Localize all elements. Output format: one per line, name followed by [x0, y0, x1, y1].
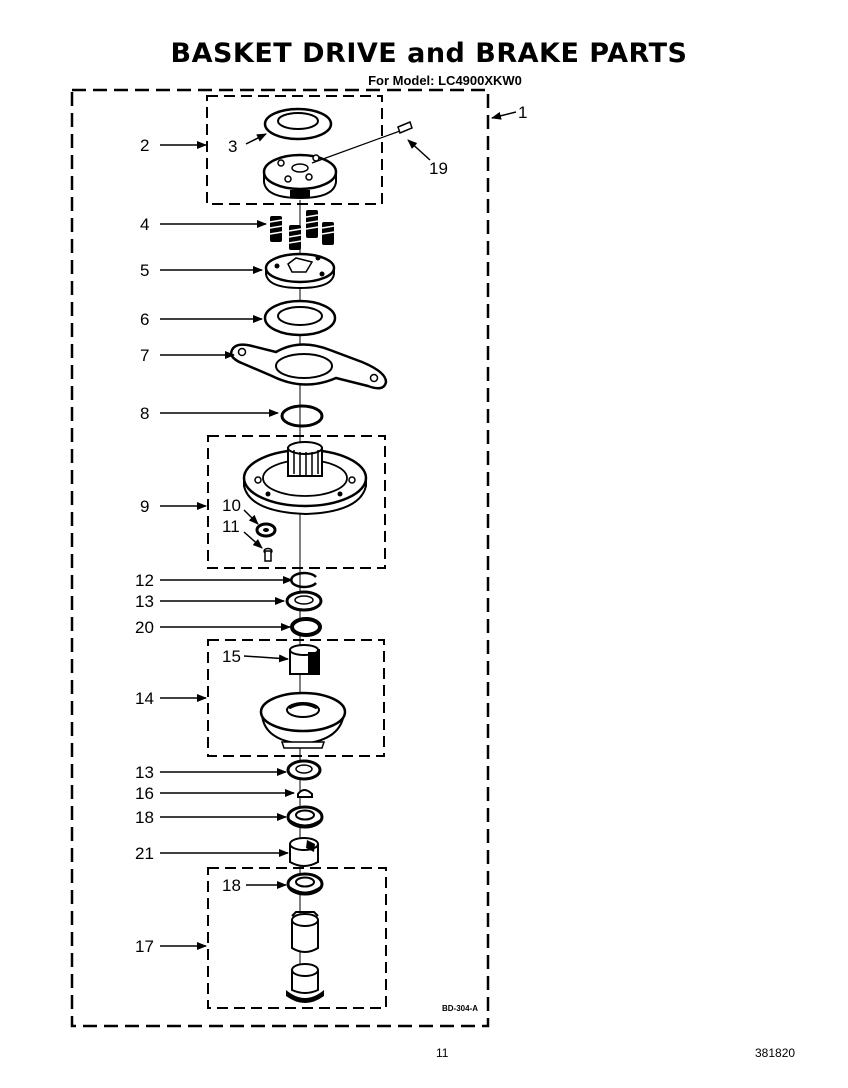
callout-10: 10	[222, 496, 241, 515]
page-number: 11	[436, 1046, 449, 1060]
callout-2: 2	[140, 136, 149, 155]
callout-21: 21	[135, 844, 154, 863]
subassembly-box-14	[207, 639, 385, 757]
diagram-code: BD-304-A	[442, 1004, 479, 1013]
part-21-sleeve	[289, 837, 319, 867]
leader-lines	[160, 111, 517, 950]
document-number: 381820	[755, 1046, 796, 1060]
callout-7: 7	[140, 346, 149, 365]
part-12-retaining-ring	[290, 571, 317, 589]
part-15-bushing	[289, 644, 320, 675]
part-17-shaft	[286, 911, 324, 1003]
part-6-ring	[263, 299, 337, 337]
callout-15: 15	[222, 647, 241, 666]
subassembly-box-2	[206, 95, 383, 205]
part-14-pulley	[259, 691, 347, 749]
callout-16: 16	[135, 784, 154, 803]
callout-4: 4	[140, 215, 149, 234]
callout-9: 9	[140, 497, 149, 516]
part-13-bearing-lower	[286, 759, 322, 781]
part-3-ring	[263, 107, 333, 141]
callout-3: 3	[228, 137, 237, 156]
callout-12: 12	[135, 571, 154, 590]
part-5-plate	[264, 252, 336, 290]
callout-14: 14	[135, 689, 154, 708]
part-20-seal	[290, 617, 322, 637]
callout-20: 20	[135, 618, 154, 637]
part-18-bearing-upper	[286, 805, 324, 829]
callout-labels: 1 2 3 19 4 5 6 7 8 9 10 11 12 13 20 15 1…	[135, 103, 527, 956]
callout-5: 5	[140, 261, 149, 280]
callout-13-upper: 13	[135, 592, 154, 611]
model-subtitle: For Model: LC4900XKW0	[368, 73, 522, 88]
subassembly-box-17	[207, 867, 387, 1009]
subassembly-box-9	[207, 435, 386, 569]
callout-17: 17	[135, 937, 154, 956]
part-10-washer	[255, 522, 277, 538]
callout-6: 6	[140, 310, 149, 329]
part-11-screw	[263, 547, 273, 562]
part-19-pin	[311, 120, 413, 164]
part-7-bracket	[230, 343, 388, 390]
callout-18-upper: 18	[135, 808, 154, 827]
part-13-bearing-upper	[285, 590, 323, 612]
part-18-bearing-lower	[286, 872, 324, 896]
callout-19: 19	[429, 159, 448, 178]
callout-13-lower: 13	[135, 763, 154, 782]
part-2-clutch	[262, 153, 338, 200]
assembly-outline	[70, 88, 490, 1028]
callout-11: 11	[222, 517, 240, 536]
callout-1: 1	[518, 103, 527, 122]
part-8-snap-ring	[280, 404, 324, 428]
part-16-cap	[297, 789, 313, 798]
part-4-springs	[269, 210, 335, 250]
part-9-hub	[242, 441, 368, 516]
diagram-title: BASKET DRIVE and BRAKE PARTS	[170, 38, 688, 69]
callout-8: 8	[140, 404, 149, 423]
callout-18-lower: 18	[222, 876, 241, 895]
